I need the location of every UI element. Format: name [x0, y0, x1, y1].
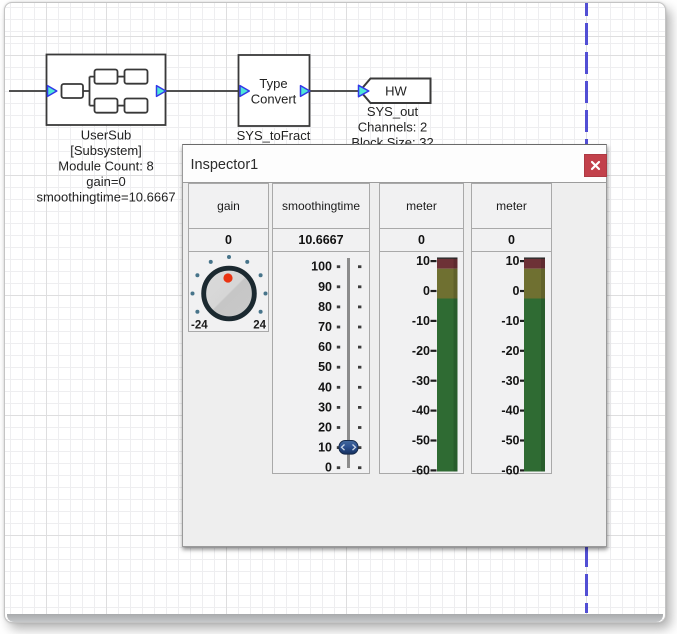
- svg-text:Type: Type: [259, 76, 287, 91]
- svg-text:90: 90: [318, 280, 332, 294]
- svg-text:gain=0: gain=0: [86, 174, 125, 189]
- svg-text:80: 80: [318, 300, 332, 314]
- svg-text:60: 60: [318, 340, 332, 354]
- svg-text:UserSub: UserSub: [81, 128, 132, 143]
- svg-text:0: 0: [423, 284, 430, 298]
- svg-text:Convert: Convert: [251, 91, 297, 106]
- svg-text:SYS_out: SYS_out: [367, 104, 419, 119]
- svg-text:10: 10: [506, 254, 520, 268]
- svg-text:HW: HW: [385, 84, 407, 99]
- svg-text:-20: -20: [412, 344, 430, 358]
- svg-text:[Subsystem]: [Subsystem]: [70, 143, 142, 158]
- svg-text:-50: -50: [501, 434, 519, 448]
- svg-text:10: 10: [416, 254, 430, 268]
- svg-text:20: 20: [318, 421, 332, 435]
- svg-text:40: 40: [318, 380, 332, 394]
- svg-text:70: 70: [318, 320, 332, 334]
- svg-text:-24: -24: [191, 320, 208, 332]
- svg-text:-30: -30: [412, 374, 430, 388]
- svg-text:24: 24: [253, 320, 266, 332]
- svg-text:50: 50: [318, 360, 332, 374]
- svg-text:-60: -60: [412, 464, 430, 476]
- svg-text:-60: -60: [501, 464, 519, 476]
- svg-text:10: 10: [318, 441, 332, 455]
- svg-text:-30: -30: [501, 374, 519, 388]
- svg-text:100: 100: [311, 260, 332, 274]
- svg-text:-10: -10: [501, 314, 519, 328]
- svg-text:-40: -40: [412, 404, 430, 418]
- svg-text:30: 30: [318, 400, 332, 414]
- svg-text:Channels: 2: Channels: 2: [358, 120, 427, 135]
- svg-text:-50: -50: [412, 434, 430, 448]
- svg-text:-20: -20: [501, 344, 519, 358]
- svg-text:SYS_toFract: SYS_toFract: [237, 128, 311, 143]
- svg-text:0: 0: [325, 461, 332, 475]
- svg-text:Module Count: 8: Module Count: 8: [58, 159, 153, 174]
- svg-text:-10: -10: [412, 314, 430, 328]
- svg-text:0: 0: [513, 284, 520, 298]
- svg-text:-40: -40: [501, 404, 519, 418]
- svg-text:smoothingtime=10.6667: smoothingtime=10.6667: [36, 190, 175, 205]
